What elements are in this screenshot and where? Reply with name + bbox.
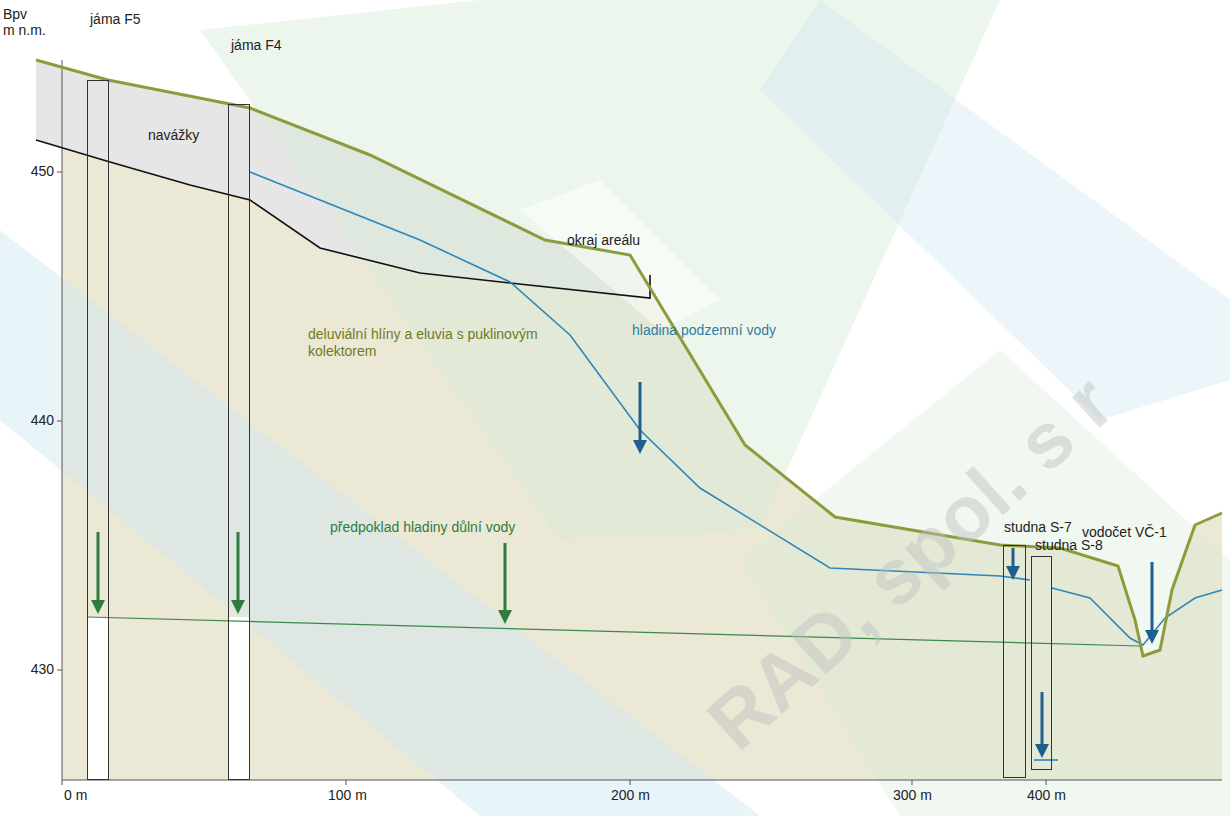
axis-title: Bpv	[3, 6, 27, 23]
watermark-band	[740, 350, 1230, 816]
axis-value: 430	[31, 661, 54, 678]
axis-value: 440	[31, 412, 54, 429]
groundwater-line	[1052, 588, 1222, 645]
green-arrows	[91, 532, 512, 624]
terrain-line	[36, 60, 1222, 656]
axis-value: 300 m	[893, 787, 932, 804]
area-label: okraj areálu	[567, 232, 640, 249]
pit-open	[88, 617, 108, 780]
borehole-pit: studna S-8	[1031, 556, 1052, 770]
axis	[62, 60, 63, 780]
pit-label: jáma F5	[90, 11, 141, 28]
water-level	[1034, 759, 1058, 761]
watermark-band	[520, 180, 720, 330]
axis-value: 200 m	[611, 787, 650, 804]
gauge-label: vodočet VČ-1	[1082, 524, 1167, 541]
axis-value: 100 m	[328, 787, 367, 804]
pit-label: jáma F4	[231, 37, 282, 54]
borehole-pit: studna S-7	[1003, 545, 1026, 778]
ticks	[57, 172, 1046, 785]
axis-unit: m n.m.	[3, 22, 46, 39]
axis-value: 450	[31, 163, 54, 180]
axis-value: 0 m	[64, 787, 87, 804]
axis-value: 400 m	[1027, 787, 1066, 804]
line-label: předpoklad hladiny důlní vody	[330, 519, 515, 536]
layer-label: navážky	[148, 127, 199, 144]
pit-open	[229, 617, 249, 780]
layer-boundary	[36, 140, 650, 298]
borehole-pit: jáma F4	[228, 104, 250, 780]
layer-label: deluviální hlíny a eluvia s puklinovým k…	[308, 326, 558, 360]
line-label: hladina podzemní vody	[632, 322, 776, 339]
mine-water-line	[88, 617, 1140, 646]
borehole-pit: jáma F5	[87, 80, 109, 780]
